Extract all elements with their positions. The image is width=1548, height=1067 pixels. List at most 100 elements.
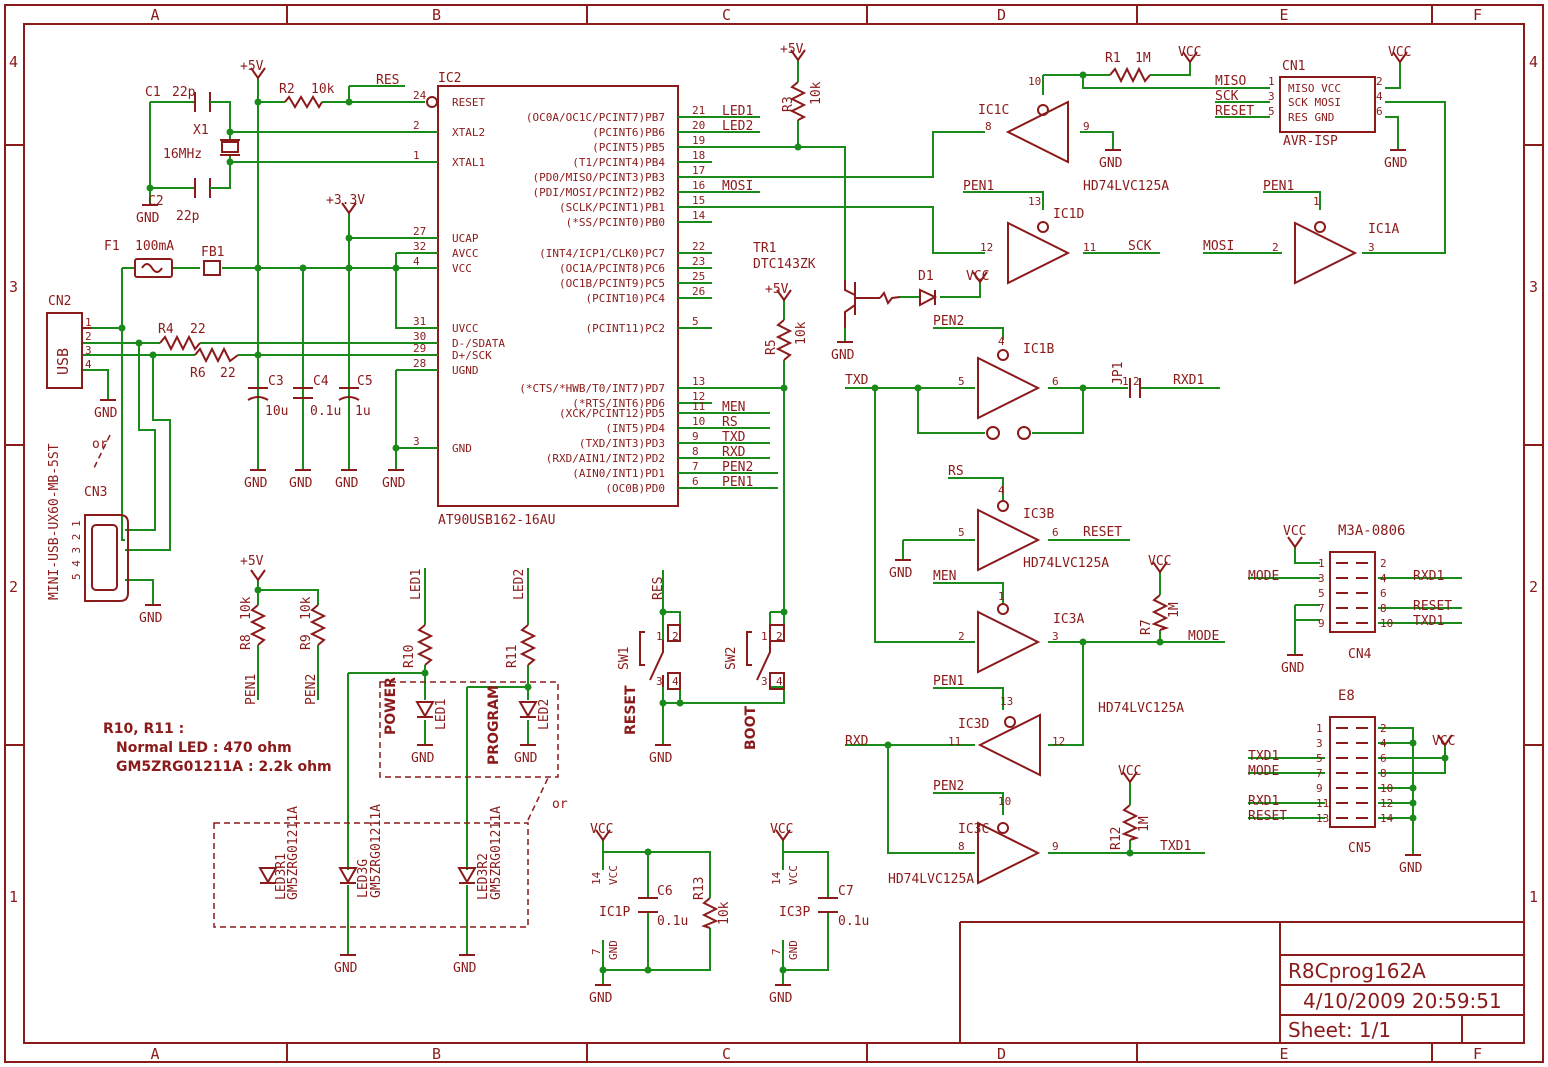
svg-text:3: 3 bbox=[85, 344, 92, 357]
svg-text:IC3C: IC3C bbox=[958, 822, 989, 837]
gnd-label: GND bbox=[289, 476, 313, 491]
mcu-pin-num: 30 bbox=[413, 330, 426, 343]
svg-text:IC1B: IC1B bbox=[1023, 342, 1054, 357]
mcu-pin-name: (PCINT10)PC4 bbox=[586, 292, 666, 305]
svg-text:VCC: VCC bbox=[1283, 524, 1306, 539]
mcu-pin-num: 20 bbox=[692, 119, 705, 132]
mcu-pin-num: 29 bbox=[413, 342, 426, 355]
svg-text:HD74LVC125A: HD74LVC125A bbox=[1083, 179, 1169, 194]
svg-text:100mA: 100mA bbox=[135, 239, 174, 254]
svg-text:RXD1: RXD1 bbox=[1173, 373, 1204, 388]
svg-text:VCC: VCC bbox=[787, 865, 800, 885]
svg-text:10k: 10k bbox=[299, 596, 314, 620]
svg-text:or: or bbox=[552, 797, 568, 812]
zone-col-F: F bbox=[1473, 6, 1482, 24]
gnd-label: GND bbox=[335, 476, 359, 491]
cn5-pin: 7 bbox=[1316, 767, 1323, 780]
svg-text:16MHz: 16MHz bbox=[163, 147, 202, 162]
svg-text:CN3: CN3 bbox=[84, 485, 107, 500]
svg-text:4: 4 bbox=[998, 484, 1005, 497]
svg-text:2: 2 bbox=[1133, 375, 1140, 388]
cn4-pin: 5 bbox=[1318, 587, 1325, 600]
svg-text:MISO: MISO bbox=[1215, 74, 1246, 89]
svg-text:R12: R12 bbox=[1109, 827, 1124, 850]
zone-row-2: 2 bbox=[9, 578, 18, 596]
svg-text:CN5: CN5 bbox=[1348, 841, 1371, 856]
mcu-pin-num: 26 bbox=[692, 285, 705, 298]
svg-text:PEN1: PEN1 bbox=[244, 674, 259, 705]
svg-text:13: 13 bbox=[1000, 695, 1013, 708]
svg-text:VCC: VCC bbox=[770, 822, 793, 837]
svg-text:11: 11 bbox=[948, 735, 961, 748]
mcu-pin-name: (XCK/PCINT12)PD5 bbox=[559, 407, 665, 420]
gnd-label: GND bbox=[382, 476, 406, 491]
mcu-pin-num: 24 bbox=[413, 89, 427, 102]
svg-text:LED1: LED1 bbox=[409, 569, 424, 600]
svg-text:M3A-0806: M3A-0806 bbox=[1338, 523, 1405, 539]
mcu-pin-num: 23 bbox=[692, 255, 705, 268]
mcu-pin-name: (PDI/MOSI/PCINT2)PB2 bbox=[533, 186, 665, 199]
gnd-label: GND bbox=[589, 991, 613, 1006]
svg-text:POWER: POWER bbox=[383, 677, 399, 735]
svg-text:VCC: VCC bbox=[590, 822, 613, 837]
mcu-pin-num: 22 bbox=[692, 240, 705, 253]
mcu-ref: IC2 bbox=[438, 71, 461, 86]
svg-text:SCK: SCK bbox=[1128, 239, 1152, 254]
mcu-pin-num: 4 bbox=[413, 255, 420, 268]
svg-text:HD74LVC125A: HD74LVC125A bbox=[888, 872, 974, 887]
svg-text:CN1: CN1 bbox=[1282, 59, 1305, 74]
svg-text:4: 4 bbox=[672, 675, 679, 688]
svg-text:VCC: VCC bbox=[1388, 45, 1411, 60]
mcu-pin-num: 8 bbox=[692, 445, 699, 458]
svg-text:PROGRAM: PROGRAM bbox=[486, 685, 502, 765]
svg-text:2: 2 bbox=[958, 630, 965, 643]
svg-text:USB: USB bbox=[54, 348, 72, 375]
svg-text:IC3B: IC3B bbox=[1023, 507, 1054, 522]
zone-row-1: 1 bbox=[9, 888, 18, 906]
svg-text:PEN1: PEN1 bbox=[1263, 179, 1294, 194]
cn4-pin: 3 bbox=[1318, 572, 1325, 585]
cn5-pin: 6 bbox=[1380, 752, 1387, 765]
svg-text:DTC143ZK: DTC143ZK bbox=[753, 257, 816, 272]
svg-text:MODE: MODE bbox=[1248, 764, 1279, 779]
svg-text:1: 1 bbox=[998, 590, 1005, 603]
svg-text:7: 7 bbox=[770, 948, 783, 955]
svg-text:1: 1 bbox=[656, 630, 663, 643]
svg-text:IC1D: IC1D bbox=[1053, 207, 1084, 222]
mcu-pin-name: (PCINT5)PB5 bbox=[592, 141, 665, 154]
svg-text:22: 22 bbox=[220, 366, 236, 381]
svg-text:GM5ZRG01211A: GM5ZRG01211A bbox=[489, 806, 504, 900]
svg-text:C3: C3 bbox=[268, 374, 284, 389]
cn5-pin: 10 bbox=[1380, 782, 1393, 795]
mcu-pin-name: (TXD/INT3)PD3 bbox=[579, 437, 665, 450]
mcu-pin-name: UCAP bbox=[452, 232, 479, 245]
svg-text:IC3D: IC3D bbox=[958, 717, 989, 732]
svg-text:GM5ZRG01211A: GM5ZRG01211A bbox=[286, 806, 301, 900]
svg-text:22p: 22p bbox=[172, 85, 196, 100]
wires bbox=[82, 60, 1462, 985]
svg-text:1: 1 bbox=[85, 316, 92, 329]
svg-text:RESET: RESET bbox=[623, 685, 639, 735]
gnd-label: GND bbox=[136, 211, 160, 226]
mcu-pin-num: 21 bbox=[692, 104, 705, 117]
svg-text:LED3R1: LED3R1 bbox=[274, 853, 289, 900]
svg-text:R8: R8 bbox=[239, 634, 254, 650]
svg-text:13: 13 bbox=[1028, 195, 1041, 208]
mcu-pin-name: RESET bbox=[452, 96, 485, 109]
gnd-label: GND bbox=[453, 961, 477, 976]
mcu-pin-num: 2 bbox=[413, 119, 420, 132]
svg-text:C1: C1 bbox=[145, 85, 161, 100]
cn5-pin: 8 bbox=[1380, 767, 1387, 780]
svg-text:1: 1 bbox=[1313, 195, 1320, 208]
svg-text:IC3A: IC3A bbox=[1053, 612, 1084, 627]
mcu-pin-name: AVCC bbox=[452, 247, 479, 260]
svg-text:10k: 10k bbox=[311, 82, 335, 97]
gnd-label: GND bbox=[769, 991, 793, 1006]
svg-text:+5V: +5V bbox=[240, 554, 264, 569]
mcu-pin-name: (OC0A/OC1C/PCINT7)PB7 bbox=[526, 111, 665, 124]
zone-row-3-right: 3 bbox=[1529, 278, 1538, 296]
svg-text:11: 11 bbox=[1083, 241, 1096, 254]
svg-text:RS: RS bbox=[948, 464, 964, 479]
mcu-pin-num: 13 bbox=[692, 375, 705, 388]
